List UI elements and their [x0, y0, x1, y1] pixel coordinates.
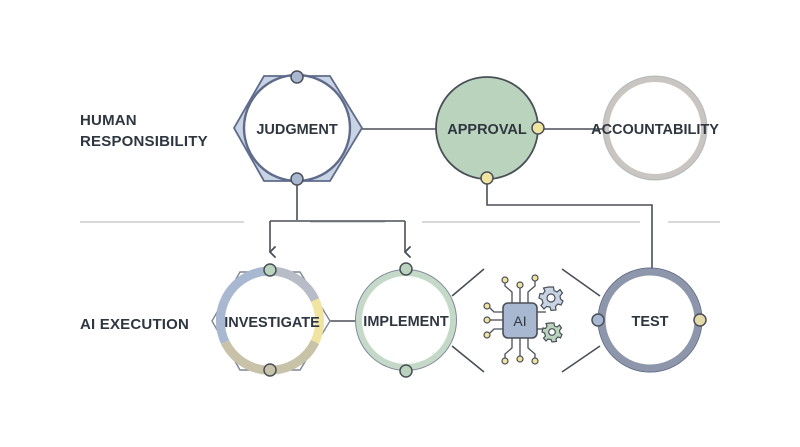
node-accountability[interactable]: ACCOUNTABILITY: [591, 75, 719, 181]
judgment-top-port: [290, 70, 304, 84]
gear-icon-small: [541, 322, 563, 343]
connectors: [269, 128, 653, 373]
test-label: TEST: [631, 314, 668, 330]
investigate-ring-blue-2: [215, 298, 230, 344]
investigate-top-port: [263, 263, 277, 277]
circuit-nodes: [483, 274, 539, 365]
implement-label: IMPLEMENT: [363, 314, 449, 330]
implement-top-port: [399, 262, 413, 276]
ai-chip-label: AI: [513, 313, 526, 329]
investigate-ring-yellow: [310, 298, 325, 344]
ai-chip-body: [502, 302, 538, 339]
judgment-label: JUDGMENT: [256, 122, 338, 138]
node-test[interactable]: TEST: [591, 267, 707, 373]
investigate-inner: [226, 277, 314, 365]
test-right-port: [693, 313, 707, 327]
approval-bottom-port: [480, 171, 494, 185]
row-label-ai: AI EXECUTION: [80, 316, 189, 333]
approval-right-port: [531, 121, 545, 135]
circuit-chip-icon: [489, 280, 546, 358]
node-investigate[interactable]: INVESTIGATE: [211, 263, 331, 377]
investigate-label: INVESTIGATE: [224, 315, 320, 331]
gear-icon: [538, 286, 564, 312]
approval-label: APPROVAL: [447, 122, 527, 138]
row-label-human-1: HUMAN: [80, 112, 137, 129]
accountability-outer-stroke: [602, 75, 708, 181]
investigate-bottom-port: [263, 363, 277, 377]
test-left-port: [591, 313, 605, 327]
accountability-ring: [603, 76, 707, 180]
implement-bottom-port: [399, 364, 413, 378]
node-approval[interactable]: APPROVAL: [435, 76, 545, 185]
row-label-human-2: RESPONSIBILITY: [80, 133, 208, 150]
accountability-label: ACCOUNTABILITY: [591, 122, 719, 138]
node-implement[interactable]: IMPLEMENT: [355, 262, 457, 378]
node-judgment[interactable]: JUDGMENT: [232, 70, 364, 186]
ai-chip-cluster: AI: [483, 274, 564, 365]
judgment-bottom-port: [290, 172, 304, 186]
